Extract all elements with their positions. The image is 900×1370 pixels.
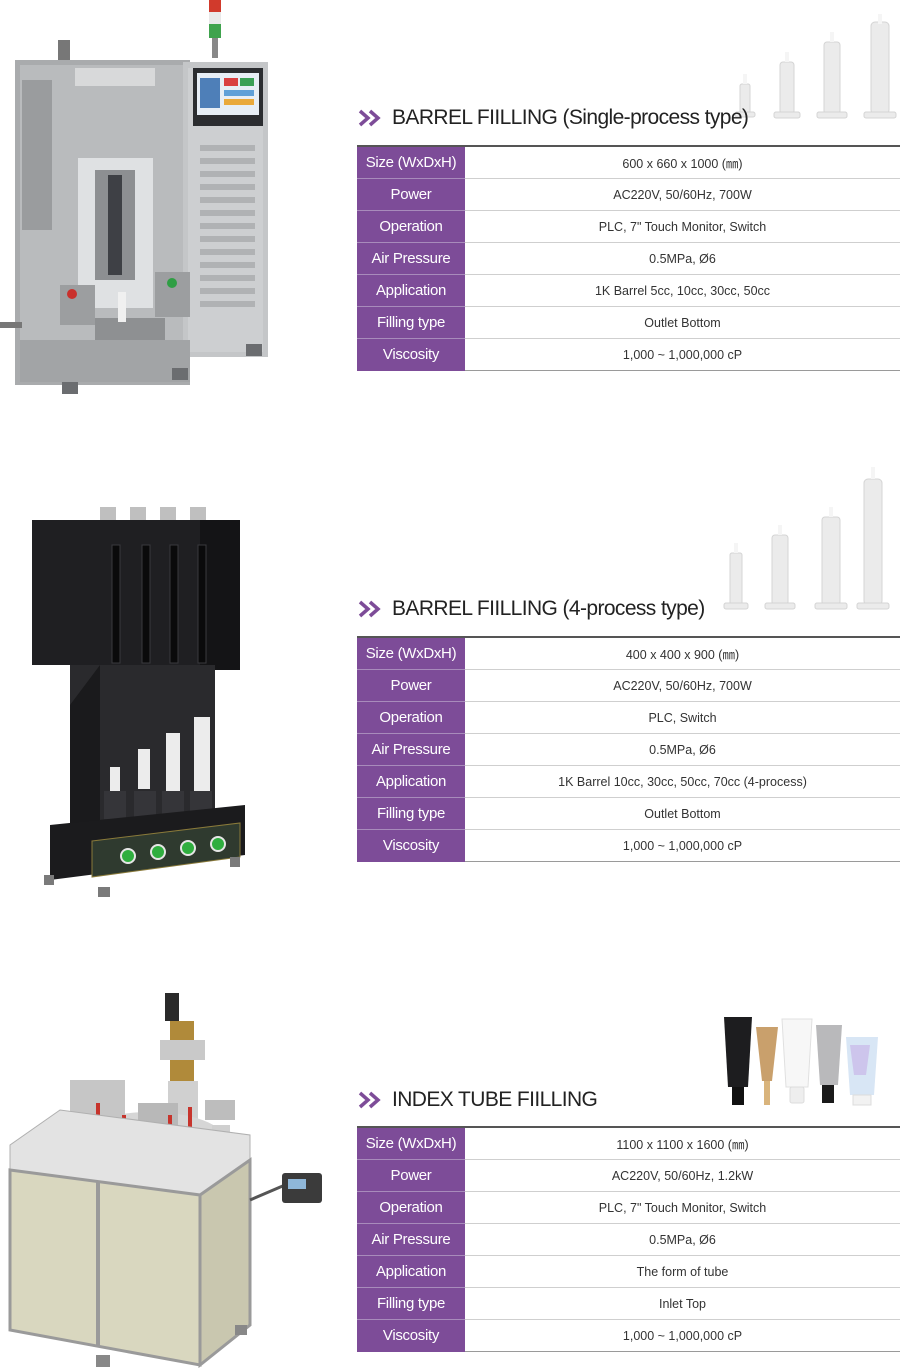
- spec-label: Air Pressure: [357, 733, 465, 766]
- spec-value: The form of tube: [465, 1255, 900, 1288]
- spec-label: Power: [357, 178, 465, 211]
- product-section-4-process: BARREL FIILLING (4-process type) Size (W…: [0, 465, 900, 905]
- spec-label: Viscosity: [357, 338, 465, 371]
- spec-value: 0.5MPa, Ø6: [465, 1223, 900, 1256]
- spec-label: Application: [357, 274, 465, 307]
- spec-label: Filling type: [357, 306, 465, 339]
- spec-value: AC220V, 50/60Hz, 700W: [465, 178, 900, 211]
- spec-value: 400 x 400 x 900 (㎜): [465, 637, 900, 670]
- spec-label: Filling type: [357, 1287, 465, 1320]
- spec-value: PLC, 7" Touch Monitor, Switch: [465, 210, 900, 243]
- section-title-text: BARREL FIILLING (4-process type): [392, 597, 705, 620]
- index-tube-filling-machine-image: [8, 993, 322, 1369]
- spec-label: Operation: [357, 1191, 465, 1224]
- double-chevron-icon: [358, 109, 381, 127]
- spec-table: Size (WxDxH)1100 x 1100 x 1600 (㎜) Power…: [357, 1126, 900, 1352]
- spec-value: Outlet Bottom: [465, 797, 900, 830]
- spec-value: AC220V, 50/60Hz, 700W: [465, 669, 900, 702]
- 4-process-filling-machine-image: [32, 507, 245, 897]
- spec-value: Outlet Bottom: [465, 306, 900, 339]
- spec-value: 1,000 ~ 1,000,000 cP: [465, 829, 900, 862]
- spec-label: Application: [357, 765, 465, 798]
- spec-row: Size (WxDxH)1100 x 1100 x 1600 (㎜): [357, 1127, 900, 1160]
- spec-label: Air Pressure: [357, 1223, 465, 1256]
- product-section-single-process: BARREL FIILLING (Single-process type) Si…: [0, 0, 900, 420]
- spec-label: Power: [357, 669, 465, 702]
- spec-label: Air Pressure: [357, 242, 465, 275]
- section-title-text: BARREL FIILLING (Single-process type): [392, 106, 749, 129]
- spec-value: 1K Barrel 5cc, 10cc, 30cc, 50cc: [465, 274, 900, 307]
- product-section-index-tube: INDEX TUBE FIILLING Size (WxDxH)1100 x 1…: [0, 985, 900, 1370]
- spec-label: Operation: [357, 210, 465, 243]
- spec-row: Size (WxDxH)400 x 400 x 900 (㎜): [357, 637, 900, 670]
- spec-value: 1,000 ~ 1,000,000 cP: [465, 338, 900, 371]
- section-title: BARREL FIILLING (4-process type): [358, 597, 705, 621]
- spec-label: Size (WxDxH): [357, 637, 465, 670]
- spec-value: 0.5MPa, Ø6: [465, 733, 900, 766]
- single-process-filling-machine-image: [0, 0, 268, 394]
- spec-value: 600 x 660 x 1000 (㎜): [465, 146, 900, 179]
- spec-value: PLC, Switch: [465, 701, 900, 734]
- double-chevron-icon: [358, 1091, 381, 1109]
- section-title-text: INDEX TUBE FIILLING: [392, 1088, 598, 1111]
- spec-label: Filling type: [357, 797, 465, 830]
- spec-label: Power: [357, 1159, 465, 1192]
- spec-value: 1K Barrel 10cc, 30cc, 50cc, 70cc (4-proc…: [465, 765, 900, 798]
- section-title: BARREL FIILLING (Single-process type): [358, 106, 749, 130]
- spec-row: Size (WxDxH)600 x 660 x 1000 (㎜): [357, 146, 900, 179]
- spec-label: Operation: [357, 701, 465, 734]
- barrels-image: [723, 467, 890, 610]
- spec-value: 1100 x 1100 x 1600 (㎜): [465, 1127, 900, 1160]
- spec-value: 0.5MPa, Ø6: [465, 242, 900, 275]
- spec-label: Size (WxDxH): [357, 146, 465, 179]
- tubes-image: [724, 1017, 878, 1106]
- double-chevron-icon: [358, 600, 381, 618]
- spec-value: Inlet Top: [465, 1287, 900, 1320]
- spec-value: 1,000 ~ 1,000,000 cP: [465, 1319, 900, 1352]
- spec-value: AC220V, 50/60Hz, 1.2kW: [465, 1159, 900, 1192]
- spec-label: Application: [357, 1255, 465, 1288]
- spec-label: Viscosity: [357, 829, 465, 862]
- barrels-image: [734, 14, 897, 119]
- spec-value: PLC, 7" Touch Monitor, Switch: [465, 1191, 900, 1224]
- spec-label: Viscosity: [357, 1319, 465, 1352]
- spec-label: Size (WxDxH): [357, 1127, 465, 1160]
- section-title: INDEX TUBE FIILLING: [358, 1088, 598, 1112]
